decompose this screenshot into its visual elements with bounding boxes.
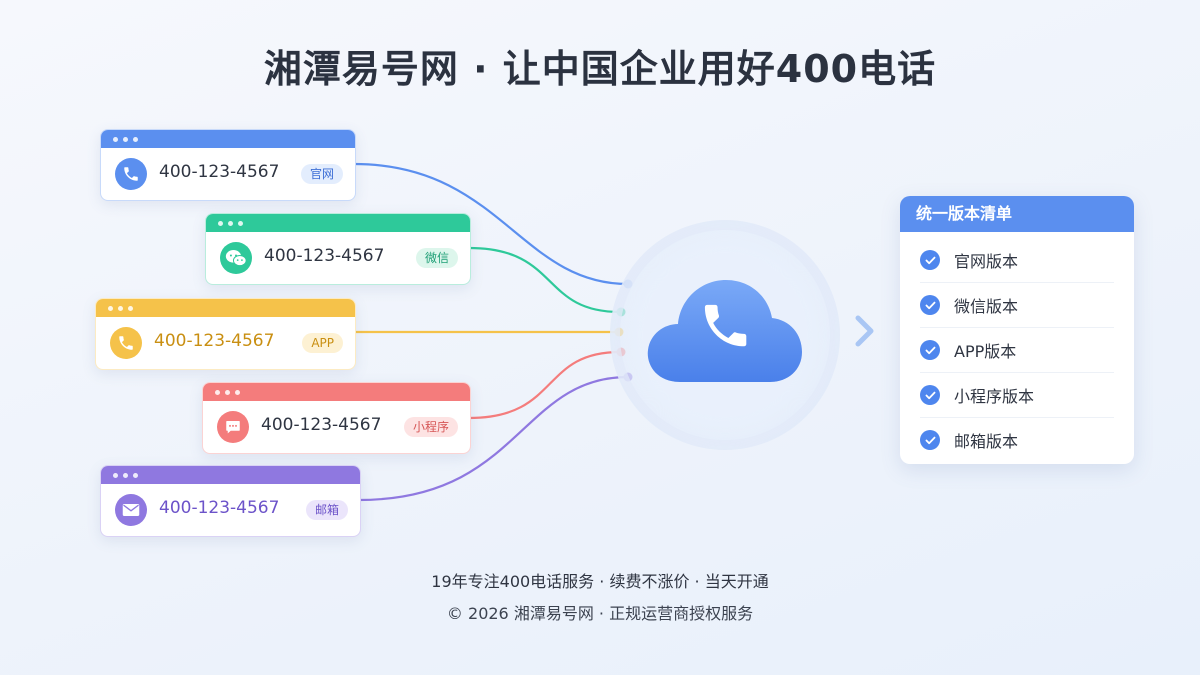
phone-number: 400-123-4567: [159, 498, 280, 518]
list-item: 小程序版本: [920, 373, 1114, 418]
link-line-mail: [358, 375, 629, 502]
channel-tag: 官网: [300, 164, 343, 184]
cloud-phone-icon: [647, 280, 802, 382]
card-titlebar: [206, 214, 470, 232]
chat-bubble-icon: [217, 411, 249, 443]
channel-tag: 小程序: [403, 417, 458, 437]
check-icon: [920, 430, 940, 450]
footer-copyright: © 2026 湘潭易号网 · 正规运营商授权服务: [446, 604, 754, 623]
link-line-miniprogram: [468, 350, 621, 420]
list-item: 邮箱版本: [920, 418, 1114, 462]
link-line-wechat: [468, 246, 621, 314]
phone-icon: [110, 327, 142, 359]
phone-number: 400-123-4567: [159, 162, 280, 182]
check-icon: [920, 340, 940, 360]
channel-card-app[interactable]: 400-123-4567 APP: [95, 298, 356, 370]
version-list-panel: 统一版本清单 官网版本 微信版本 APP版本 小程序版本 邮箱版本: [900, 196, 1134, 464]
channel-tag: 邮箱: [305, 500, 348, 520]
page-title: 湘潭易号网 · 让中国企业用好400电话: [263, 47, 937, 91]
phone-number: 400-123-4567: [264, 246, 385, 266]
channel-card-wechat[interactable]: 400-123-4567 微信: [205, 213, 471, 285]
panel-title: 统一版本清单: [900, 196, 1134, 232]
channel-card-miniprogram[interactable]: 400-123-4567 小程序: [202, 382, 471, 454]
list-item-label: 官网版本: [954, 252, 1019, 271]
list-item: 微信版本: [920, 283, 1114, 328]
list-item-label: 邮箱版本: [954, 432, 1019, 451]
check-icon: [920, 295, 940, 315]
list-item-label: 小程序版本: [954, 387, 1035, 406]
chevron-right-icon: [855, 315, 874, 347]
list-item: APP版本: [920, 328, 1114, 373]
phone-number: 400-123-4567: [154, 331, 275, 351]
mail-icon: [115, 494, 147, 526]
check-icon: [920, 250, 940, 270]
channel-card-mail[interactable]: 400-123-4567 邮箱: [100, 465, 361, 537]
version-list: 官网版本 微信版本 APP版本 小程序版本 邮箱版本: [900, 232, 1134, 462]
list-item-label: APP版本: [954, 342, 1017, 361]
channel-tag: 微信: [415, 248, 458, 268]
list-item: 官网版本: [920, 238, 1114, 283]
link-line-website: [353, 162, 629, 286]
card-titlebar: [96, 299, 355, 317]
channel-tag: APP: [302, 333, 343, 353]
phone-icon: [115, 158, 147, 190]
channel-card-website[interactable]: 400-123-4567 官网: [100, 129, 356, 201]
card-titlebar: [203, 383, 470, 401]
check-icon: [920, 385, 940, 405]
wechat-icon: [220, 242, 252, 274]
footer-slogan: 19年专注400电话服务 · 续费不涨价 · 当天开通: [431, 572, 769, 591]
phone-number: 400-123-4567: [261, 415, 382, 435]
card-titlebar: [101, 130, 355, 148]
list-item-label: 微信版本: [954, 297, 1019, 316]
card-titlebar: [101, 466, 360, 484]
